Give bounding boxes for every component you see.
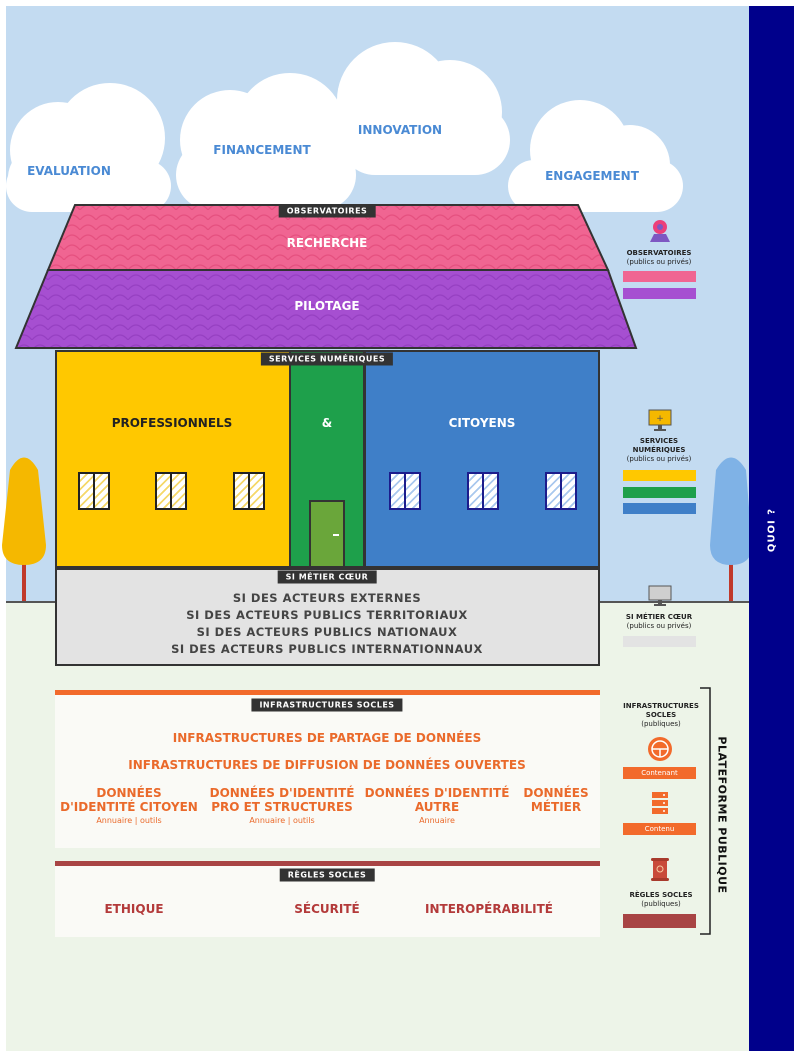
computer-icon xyxy=(648,585,672,606)
legend-swatch-blue xyxy=(623,503,696,514)
ampersand-label: & xyxy=(321,416,333,430)
window xyxy=(78,472,110,510)
platform-bracket xyxy=(700,687,711,935)
legend-chip-contenant: Contenant xyxy=(623,767,696,779)
legend-swatch-pink xyxy=(623,271,696,282)
door-handle xyxy=(333,534,339,536)
si-core-box xyxy=(55,568,600,666)
window xyxy=(389,472,421,510)
legend-swatch-yellow xyxy=(623,470,696,481)
si-line: SI DES ACTEURS PUBLICS NATIONAUX xyxy=(196,625,458,639)
scroll-icon xyxy=(651,858,669,881)
services-caption: SERVICES NUMÉRIQUES xyxy=(260,352,394,366)
infra-panel xyxy=(55,695,600,848)
citizens-label: CITOYENS xyxy=(448,416,516,430)
door xyxy=(309,500,345,568)
infra-top-bar xyxy=(55,690,600,695)
roof-top-label: RECHERCHE xyxy=(286,236,368,250)
rules-top-bar xyxy=(55,861,600,866)
legend-observatoires: OBSERVATOIRES(publics ou privés) xyxy=(626,249,692,266)
window xyxy=(467,472,499,510)
infra-line-1: INFRASTRUCTURES DE PARTAGE DE DONNÉES xyxy=(172,731,482,745)
sidebar xyxy=(749,6,794,1051)
rules-item-ethique: ETHIQUE xyxy=(104,902,164,916)
clouds xyxy=(6,42,683,212)
rules-item-interoperabilite: INTEROPÉRABILITÉ xyxy=(425,902,553,916)
legend-swatch-green xyxy=(623,487,696,498)
monitor-icon: + xyxy=(648,409,672,431)
window xyxy=(233,472,265,510)
platform-label: PLATEFORME PUBLIQUE xyxy=(715,736,729,894)
si-caption: SI MÉTIER CŒUR xyxy=(277,570,377,584)
rules-caption: RÈGLES SOCLES xyxy=(279,868,375,882)
house-roof xyxy=(14,204,638,349)
rules-item-securite: SÉCURITÉ xyxy=(294,902,360,916)
legend-si: SI MÉTIER CŒUR(publics ou privés) xyxy=(625,613,693,630)
cloud-evaluation xyxy=(6,83,171,212)
window xyxy=(155,472,187,510)
legend-swatch-grey xyxy=(623,636,696,647)
cloud-label-innovation: INNOVATION xyxy=(357,123,443,137)
cloud-label-evaluation: EVALUATION xyxy=(27,164,111,178)
cloud-label-financement: FINANCEMENT xyxy=(213,143,311,157)
server-icon xyxy=(652,792,668,814)
si-line: SI DES ACTEURS PUBLICS INTERNATIONNAUX xyxy=(171,642,483,656)
cloud-innovation xyxy=(337,42,510,175)
si-line: SI DES ACTEURS EXTERNES xyxy=(232,591,422,605)
si-line: SI DES ACTEURS PUBLICS TERRITORIAUX xyxy=(186,608,468,622)
sidebar-label: QUOI ? xyxy=(766,507,777,553)
roof-bottom-label: PILOTAGE xyxy=(294,299,360,313)
legend-swatch-red xyxy=(623,914,696,928)
infra-line-2: INFRASTRUCTURES DE DIFFUSION DE DONNÉES … xyxy=(128,758,526,772)
steering-wheel-icon xyxy=(648,737,672,761)
wall-citizens xyxy=(364,350,600,568)
professionals-label: PROFESSIONNELS xyxy=(111,416,233,430)
infra-caption: INFRASTRUCTURES SOCLES xyxy=(251,698,403,712)
legend-chip-contenu: Contenu xyxy=(623,823,696,835)
legend-rules: RÈGLES SOCLES(publiques) xyxy=(629,891,693,908)
cloud-engagement xyxy=(508,100,683,212)
legend-swatch-purple xyxy=(623,288,696,299)
cloud-label-engagement: ENGAGEMENT xyxy=(545,169,639,183)
observatory-icon xyxy=(650,220,670,242)
svg-text:+: + xyxy=(656,414,664,424)
cloud-financement xyxy=(176,73,356,210)
roof-caption: OBSERVATOIRES xyxy=(278,204,376,218)
window xyxy=(545,472,577,510)
